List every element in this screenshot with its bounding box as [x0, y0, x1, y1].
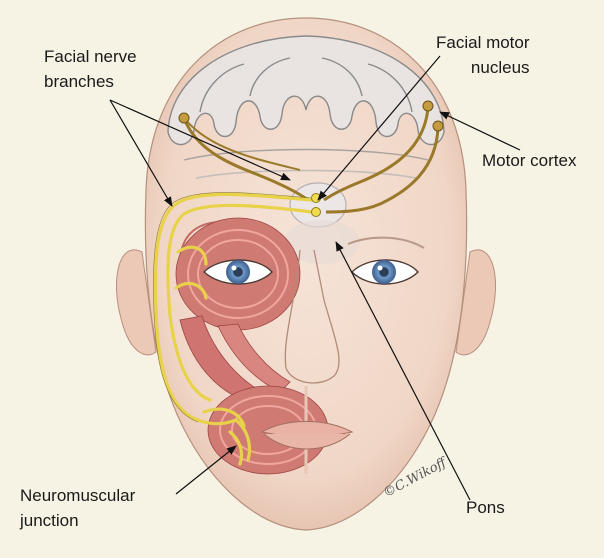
label-motor-cortex: Motor cortex — [482, 148, 576, 173]
label-motor-cortex-text: Motor cortex — [482, 148, 576, 173]
label-facial-motor-nucleus: Facial motor nucleus — [436, 30, 530, 80]
label-facial-motor-nucleus-line2: nucleus — [436, 55, 530, 80]
cortex-neuron-right-1 — [423, 101, 433, 111]
label-facial-nerve-branches-line2: branches — [44, 69, 137, 94]
label-facial-nerve-branches: Facial nerve branches — [44, 44, 137, 94]
label-neuromuscular-junction-line2: junction — [20, 508, 135, 533]
label-facial-nerve-branches-line1: Facial nerve — [44, 44, 137, 69]
label-neuromuscular-junction-line1: Neuromuscular — [20, 483, 135, 508]
label-pons-text: Pons — [466, 495, 505, 520]
label-facial-motor-nucleus-line1: Facial motor — [436, 30, 530, 55]
label-neuromuscular-junction: Neuromuscular junction — [20, 483, 135, 533]
cortex-neuron-right-2 — [433, 121, 443, 131]
motor-nucleus-lower — [312, 208, 321, 217]
label-pons: Pons — [466, 495, 505, 520]
cortex-neuron-left — [179, 113, 189, 123]
